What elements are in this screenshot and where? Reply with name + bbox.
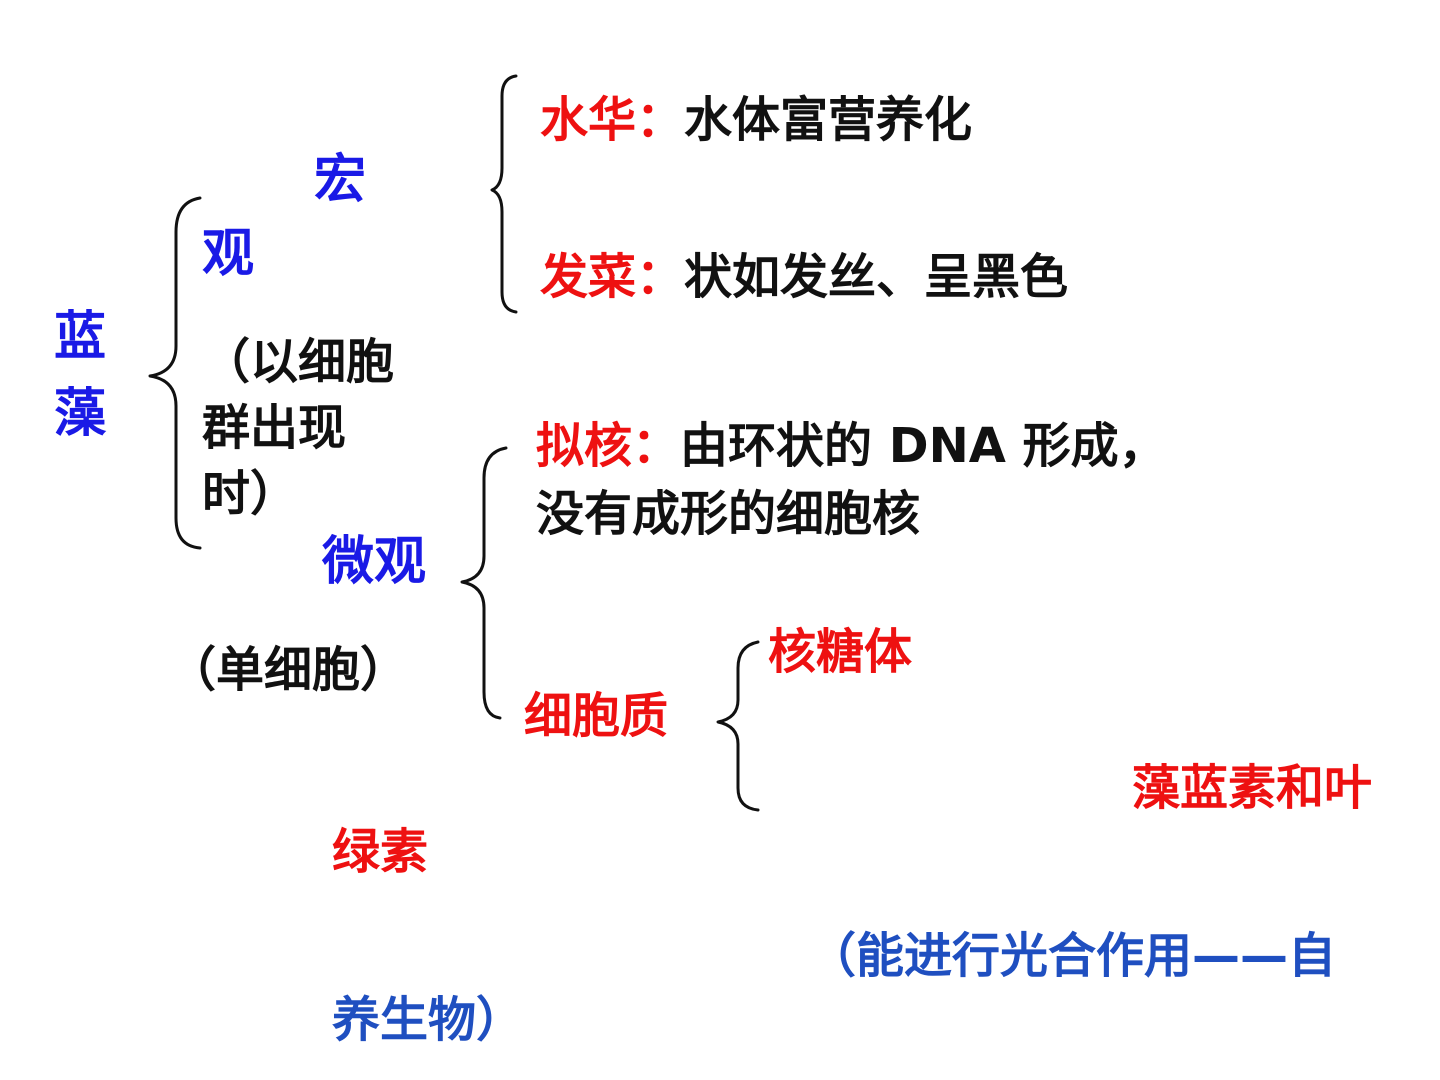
- micro-title: 微观: [322, 532, 427, 592]
- root-label-line1: 蓝: [54, 307, 107, 367]
- brace-cytoplasm: [716, 640, 760, 812]
- macro-item-facai: 发菜：状如发丝、呈黑色: [540, 253, 1068, 301]
- pigment-label-part2: 绿素: [332, 824, 429, 880]
- macro-item-term: 发菜：: [540, 249, 685, 305]
- brace-macro-items: [490, 74, 518, 314]
- brace-micro: [460, 446, 508, 720]
- nucleoid-desc-line1: 由环状的 DNA 形成，: [680, 418, 1167, 474]
- macro-item-term: 水华：: [540, 92, 685, 148]
- micro-note: （单细胞）: [168, 642, 409, 698]
- macro-note-line3: 时）: [202, 466, 299, 522]
- photosynthesis-note-part1: （能进行光合作用——自: [808, 928, 1337, 984]
- brace-root: [148, 196, 202, 550]
- ribosome-label: 核糖体: [768, 624, 913, 680]
- macro-item-water-bloom: 水华：水体富营养化: [540, 96, 972, 144]
- macro-note-line2: 群出现: [202, 400, 347, 456]
- macro-item-desc: 水体富营养化: [684, 92, 973, 148]
- nucleoid-line1: 拟核：由环状的 DNA 形成，: [536, 422, 1167, 470]
- macro-item-desc: 状如发丝、呈黑色: [684, 249, 1069, 305]
- macro-note-line1: （以细胞: [202, 334, 395, 390]
- pigment-label-part1: 藻蓝素和叶: [1132, 760, 1373, 816]
- cytoplasm-term: 细胞质: [524, 688, 669, 744]
- macro-title-part1: 宏: [314, 150, 367, 210]
- nucleoid-desc-line2: 没有成形的细胞核: [536, 486, 921, 542]
- nucleoid-term: 拟核：: [536, 418, 681, 474]
- photosynthesis-note-part2: 养生物）: [332, 992, 525, 1048]
- macro-title-part2: 观: [202, 224, 255, 284]
- root-label-line2: 藻: [54, 384, 107, 444]
